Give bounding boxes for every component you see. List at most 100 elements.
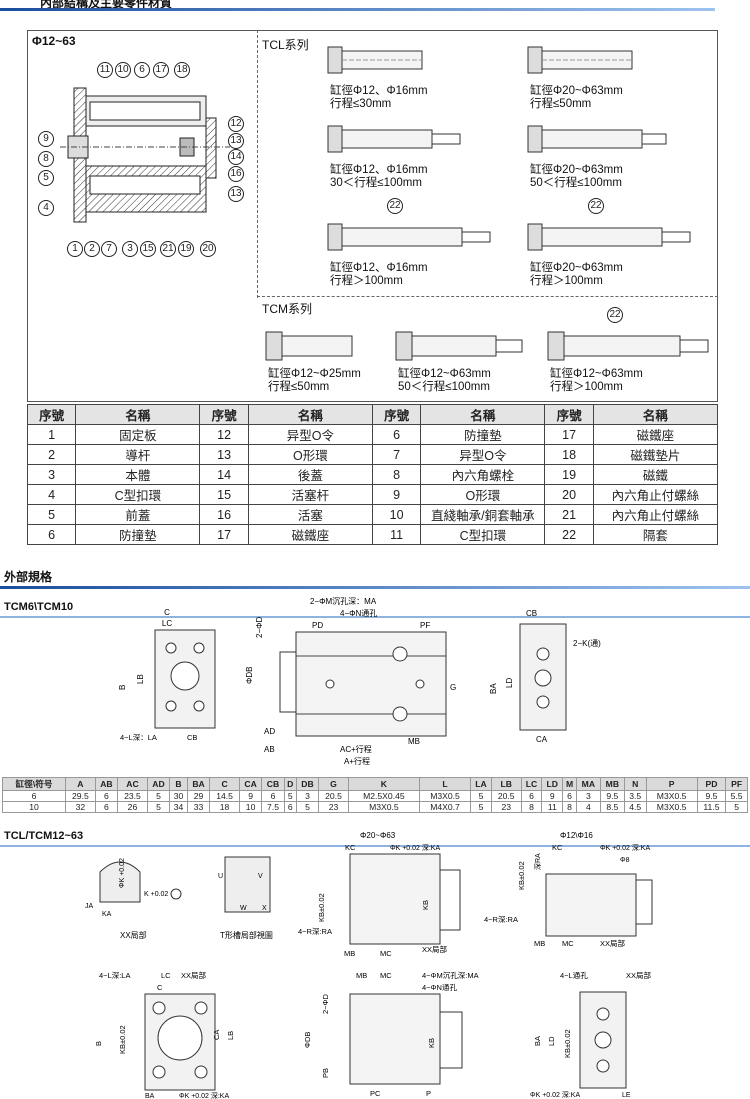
parts-cell: 固定板 — [75, 424, 201, 445]
dims-cell: 6 — [94, 790, 119, 802]
tcm-drawing-2 — [395, 331, 523, 361]
dims-header-cell: M — [562, 777, 577, 791]
svg-text:MB: MB — [356, 971, 367, 980]
callout-number: 1 — [67, 241, 83, 257]
callout-number: 2 — [84, 241, 100, 257]
dims-cell: M4X0.7 — [418, 801, 472, 813]
parts-header-cell: 序號 — [371, 404, 422, 425]
dims-header-cell: N — [623, 777, 647, 791]
parts-cell: 9 — [371, 484, 422, 505]
parts-cell: 7 — [371, 444, 422, 465]
parts-cell: 17 — [199, 524, 249, 545]
svg-text:4−L通孔: 4−L通孔 — [560, 970, 588, 980]
dims-header-cell: MB — [599, 777, 625, 791]
svg-text:C: C — [157, 983, 163, 992]
dims-header-cell: D — [283, 777, 297, 791]
svg-text:MB: MB — [344, 949, 355, 958]
parts-cell: 內六角止付螺絲 — [592, 484, 719, 505]
dims-cell: 4.5 — [623, 801, 647, 813]
parts-cell: 前蓋 — [75, 504, 201, 525]
cross-section-drawing — [60, 87, 230, 223]
dims-cell: 20.5 — [318, 790, 349, 802]
svg-text:KB: KB — [421, 900, 430, 910]
dim-drawing-end-view: C LC B LB 4−L深：LA CB — [118, 608, 216, 742]
svg-text:KB±0.02: KB±0.02 — [517, 861, 526, 890]
svg-text:CA: CA — [536, 735, 548, 744]
callout-number: 13 — [228, 186, 244, 202]
dims-cell: 8 — [520, 801, 543, 813]
callout-number: 13 — [228, 133, 244, 149]
svg-text:LC: LC — [161, 971, 171, 980]
tcl-drawing-5 — [327, 223, 491, 251]
dim-drawing-side-view: 2−ΦM沉孔深：MA 4−ΦN通孔 PD PF P 2−ΦD ΦDB G MB … — [245, 597, 456, 766]
parts-cell: 本體 — [75, 464, 201, 485]
dims-cell: 6 — [520, 790, 543, 802]
parts-cell: 17 — [544, 424, 594, 445]
svg-text:U: U — [218, 873, 223, 880]
svg-text:W: W — [240, 905, 247, 912]
dim-drawing-rear-12-63: 4−L通孔 XX局部 BA LD KB±0.02 ΦK +0.02 深:KA L… — [530, 970, 652, 1099]
dims-header-cell: B — [169, 777, 188, 791]
parts-cell: 15 — [199, 484, 249, 505]
parts-cell: 20 — [544, 484, 594, 505]
parts-cell: 防撞墊 — [420, 424, 546, 445]
dims-cell: 10 — [238, 801, 263, 813]
main-bore-label: Φ12~63 — [32, 34, 76, 48]
dims-header-cell: C — [209, 777, 240, 791]
svg-text:4−ΦN通孔: 4−ΦN通孔 — [340, 608, 377, 618]
parts-header-cell: 序號 — [544, 404, 594, 425]
dims-cell: 11.5 — [696, 801, 727, 813]
parts-cell: 18 — [544, 444, 594, 465]
callout-number: 5 — [38, 170, 54, 186]
svg-text:KB±0.02: KB±0.02 — [563, 1029, 572, 1058]
external-section-title: 外部規格 — [4, 570, 53, 584]
subtitle-tcm6-10: TCM6\TCM10 — [4, 601, 74, 613]
dim-drawing-end-12-63: 4−L深:LA LC XX局部 C B KB±0.02 CA LB BA ΦK … — [94, 970, 235, 1099]
svg-text:4−L深：LA: 4−L深：LA — [120, 733, 157, 742]
tcm-series-title: TCM系列 — [262, 302, 312, 316]
svg-text:2−ΦD: 2−ΦD — [321, 993, 330, 1014]
callout-number: 12 — [228, 116, 244, 132]
tcl-drawing-6 — [527, 223, 691, 251]
svg-text:P: P — [426, 1089, 431, 1098]
svg-text:PC: PC — [370, 1089, 381, 1098]
tcm-drawing-3 — [547, 331, 709, 361]
dims-cell: 29 — [186, 790, 211, 802]
parts-cell: 14 — [199, 464, 249, 485]
parts-cell: 2 — [26, 444, 77, 465]
callout-number: 19 — [178, 241, 194, 257]
dims-cell: 34 — [169, 801, 188, 813]
svg-text:X: X — [262, 905, 267, 912]
parts-header-cell: 序號 — [199, 404, 249, 425]
svg-text:C: C — [164, 608, 170, 617]
callout-number: 22 — [588, 198, 604, 214]
parts-cell: 隔套 — [592, 524, 719, 545]
svg-text:KC: KC — [552, 843, 563, 852]
dim-drawing-side-20-63: Φ20~Φ63 KC ΦK +0.02 深:KA KB±0.02 KB 4−R深… — [298, 831, 461, 958]
dims-cell: 9 — [541, 790, 564, 802]
svg-text:LB: LB — [136, 674, 145, 684]
parts-header-cell: 名稱 — [592, 404, 719, 425]
svg-text:Φ20~Φ63: Φ20~Φ63 — [360, 831, 396, 840]
svg-text:BA: BA — [533, 1036, 542, 1046]
dims-header-cell: G — [318, 777, 349, 791]
dims-cell: M3X0.5 — [645, 790, 698, 802]
svg-text:KB±0.02: KB±0.02 — [317, 893, 326, 922]
dim-drawing-rear-view: CB 2−K(通) BA LD CA — [489, 609, 601, 744]
dims-cell: 4 — [575, 801, 601, 813]
callout-number: 4 — [38, 200, 54, 216]
svg-text:4−ΦM沉孔深:MA: 4−ΦM沉孔深:MA — [422, 971, 479, 980]
internal-section-title: 內部結構及主要零件材質 — [40, 0, 173, 10]
dims-cell: 8 — [562, 801, 577, 813]
dims-cell: 5 — [283, 790, 297, 802]
dims-cell: M3X0.5 — [347, 801, 420, 813]
parts-cell: 1 — [26, 424, 77, 445]
callout-number: 7 — [101, 241, 117, 257]
svg-text:LC: LC — [162, 619, 172, 628]
parts-header-cell: 名稱 — [420, 404, 546, 425]
dims-header-cell: DB — [295, 777, 320, 791]
